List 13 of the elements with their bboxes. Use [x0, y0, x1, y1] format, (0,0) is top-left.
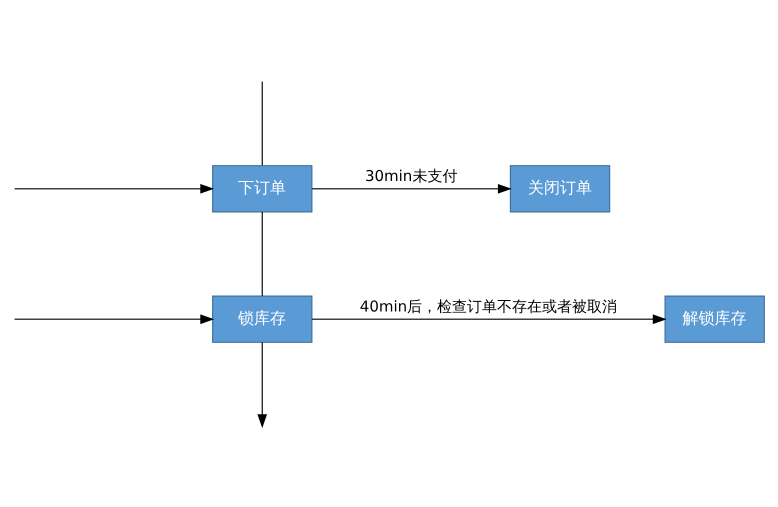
- edge-label: 40min后，检查订单不存在或者被取消: [360, 297, 618, 316]
- arrow: [14, 183, 214, 194]
- node-box: 关闭订单: [510, 164, 610, 212]
- connector: [262, 211, 263, 296]
- arrow: [257, 342, 268, 428]
- arrow: [312, 183, 512, 194]
- connector: [262, 81, 263, 165]
- node-box: 解锁库存: [664, 295, 765, 342]
- node-box: 锁库存: [212, 295, 312, 342]
- edge-label: 30min未支付: [364, 166, 458, 185]
- node-box: 下订单: [212, 164, 312, 212]
- arrow: [312, 314, 667, 324]
- arrow: [14, 314, 214, 324]
